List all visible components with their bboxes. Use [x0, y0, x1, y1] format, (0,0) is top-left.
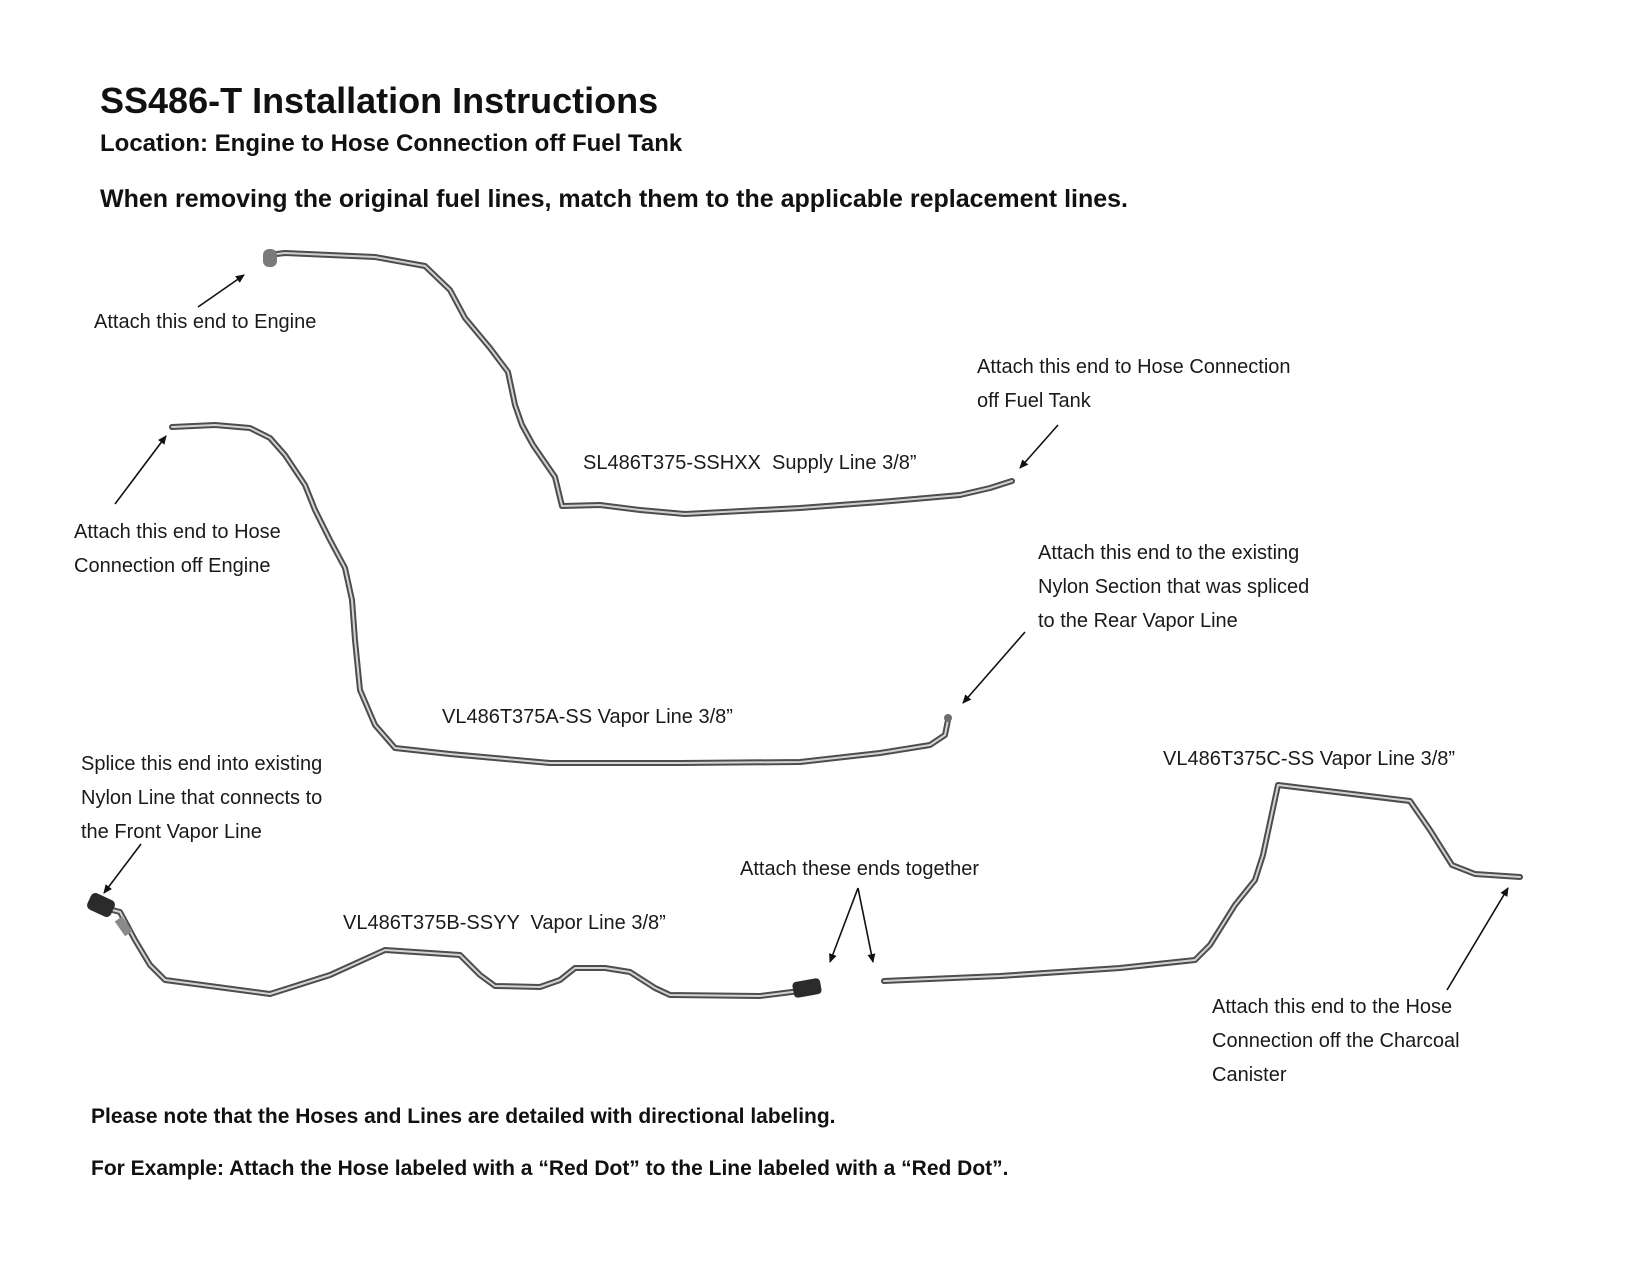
supply-line-tube — [263, 249, 1015, 517]
callout-line: Attach this end to the existing — [1038, 542, 1300, 564]
arrow-together-left — [829, 887, 859, 963]
callout-line: the Front Vapor Line — [81, 821, 262, 843]
page-title: SS486-T Installation Instructions — [100, 80, 659, 121]
arrow-fuel-tank-end — [1019, 424, 1059, 469]
arrow-splice-end — [103, 843, 142, 894]
callout-line: Attach this end to the Hose — [1212, 996, 1453, 1018]
vapor-line-a-tube — [169, 422, 952, 766]
arrow-engine-end — [197, 274, 245, 308]
footer-note-example: For Example: Attach the Hose labeled wit… — [91, 1157, 1009, 1180]
callout-together-ends: Attach these ends together — [740, 852, 979, 886]
callout-line: Nylon Line that connects to — [81, 787, 323, 809]
footer-note-directional: Please note that the Hoses and Lines are… — [91, 1105, 836, 1128]
callout-line: Nylon Section that was spliced — [1038, 576, 1310, 598]
callout-line: Connection off the Charcoal — [1212, 1030, 1460, 1052]
callout-line: Attach this end to Engine — [94, 311, 317, 333]
callout-line: Splice this end into existing — [81, 753, 323, 775]
callout-nylon-section-end: Attach this end to the existing Nylon Se… — [1038, 536, 1309, 638]
callout-splice-end: Splice this end into existing Nylon Line… — [81, 747, 322, 849]
callout-line: off Fuel Tank — [977, 390, 1091, 412]
callout-fuel-tank-end: Attach this end to Hose Connection off F… — [977, 350, 1291, 418]
callout-line: Attach these ends together — [740, 858, 980, 880]
vapor-line-c-tube — [881, 782, 1523, 984]
callout-line: to the Rear Vapor Line — [1038, 610, 1238, 632]
supply-line-label: SL486T375-SSHXX Supply Line 3/8” — [583, 452, 917, 474]
arrow-canister-end — [1446, 887, 1509, 991]
callout-engine-end: Attach this end to Engine — [94, 305, 316, 339]
arrow-nylon-section-end — [962, 631, 1026, 704]
location-subtitle: Location: Engine to Hose Connection off … — [100, 130, 683, 157]
vapor-line-c-label: VL486T375C-SS Vapor Line 3/8” — [1163, 748, 1456, 770]
vapor-line-b-tube — [87, 892, 822, 999]
arrow-together-right — [857, 887, 876, 963]
callout-line: Connection off Engine — [74, 555, 271, 577]
intro-instruction: When removing the original fuel lines, m… — [100, 185, 1128, 213]
callout-engine-hose-end: Attach this end to Hose Connection off E… — [74, 515, 281, 583]
arrow-engine-hose-end — [114, 435, 167, 505]
callout-canister-end: Attach this end to the Hose Connection o… — [1212, 990, 1460, 1092]
vapor-line-a-label: VL486T375A-SS Vapor Line 3/8” — [442, 706, 733, 728]
callout-line: Attach this end to Hose — [74, 521, 281, 543]
callout-line: Attach this end to Hose Connection — [977, 356, 1291, 378]
vapor-line-b-label: VL486T375B-SSYY Vapor Line 3/8” — [343, 912, 666, 934]
callout-line: Canister — [1212, 1064, 1287, 1086]
